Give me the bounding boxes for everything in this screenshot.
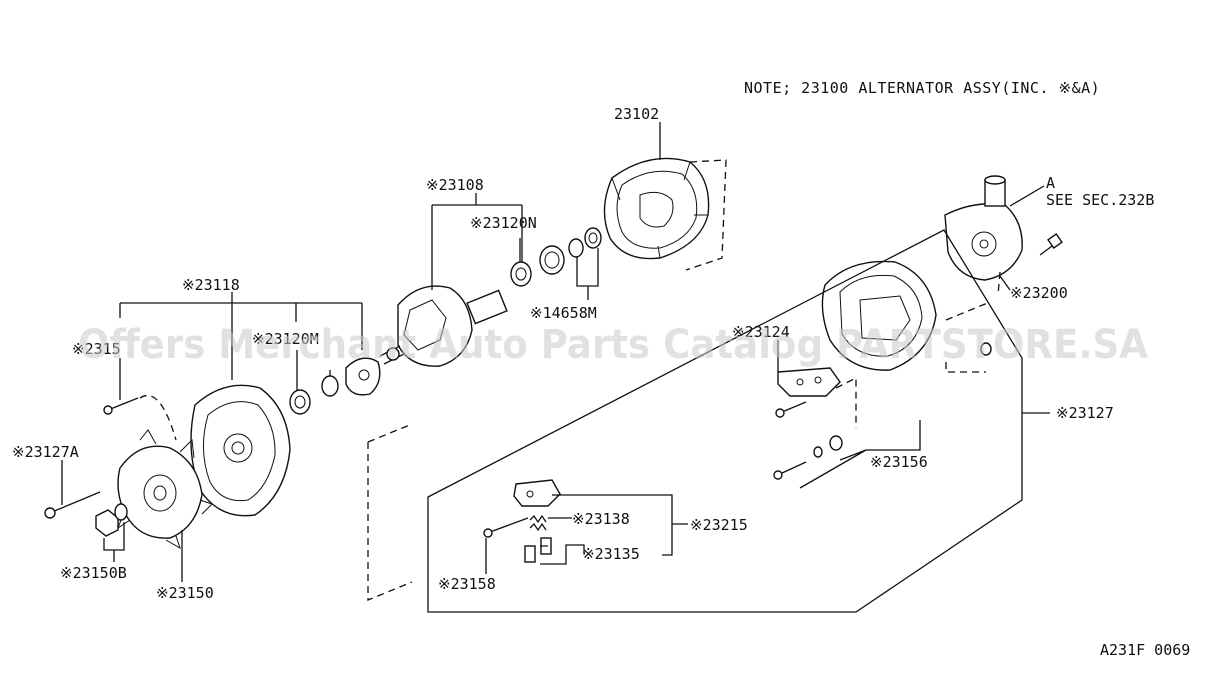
see-section-label[interactable]: SEE SEC.232B xyxy=(1046,191,1154,209)
leader-23200 xyxy=(999,275,1011,291)
leader-a xyxy=(1009,185,1045,207)
brush-holder[interactable] xyxy=(777,367,841,397)
watermark-text: Offers Merchant Auto Parts Catalog PARTS… xyxy=(78,322,1148,368)
diagram-code: A231F 0069 xyxy=(1100,641,1190,659)
stator-outline-dash xyxy=(685,159,727,271)
regulator[interactable] xyxy=(513,479,561,507)
part-label-23127[interactable]: ※23127 xyxy=(1056,404,1114,422)
terminal-nut[interactable] xyxy=(980,342,992,356)
part-label-23156[interactable]: ※23156 xyxy=(870,453,928,471)
part-label-23124[interactable]: ※23124 xyxy=(732,323,790,341)
pump-dash xyxy=(945,271,1001,321)
pulley-nut[interactable] xyxy=(95,509,119,537)
part-label-23120m[interactable]: ※23120M xyxy=(252,330,319,348)
leader-23156 xyxy=(799,420,921,489)
part-label-23150b[interactable]: ※23150B xyxy=(60,564,127,582)
leader-23215 xyxy=(552,494,688,556)
terminal-bolt[interactable] xyxy=(773,435,843,480)
front-bearing[interactable] xyxy=(510,261,532,287)
leader-23108 xyxy=(431,193,523,290)
regulator-bolt[interactable] xyxy=(483,517,529,538)
leader-23120m xyxy=(296,350,331,390)
spacer-ring[interactable] xyxy=(321,375,339,397)
rear-cover[interactable] xyxy=(821,260,937,371)
bearing-cover[interactable] xyxy=(539,245,565,275)
small-bolt[interactable] xyxy=(103,397,139,415)
part-label-23118[interactable]: ※23118 xyxy=(182,276,240,294)
housing-dash-left xyxy=(367,423,413,601)
rear-housing-outline xyxy=(427,229,1023,613)
nut-dash xyxy=(945,362,986,373)
pulley-washer[interactable] xyxy=(114,503,128,521)
part-label-23215[interactable]: ※23215 xyxy=(690,516,748,534)
brushes[interactable] xyxy=(524,537,552,563)
part-label-23127a[interactable]: ※23127A xyxy=(12,443,79,461)
leader-23150b xyxy=(103,522,125,562)
part-label-23108[interactable]: ※23108 xyxy=(426,176,484,194)
rear-bearing[interactable] xyxy=(289,389,311,415)
washer-14658m[interactable] xyxy=(568,227,602,258)
through-bolt-a[interactable] xyxy=(44,491,101,519)
holder-bolt[interactable] xyxy=(775,401,807,418)
front-cover[interactable] xyxy=(190,384,291,517)
part-label-23120n[interactable]: ※23120N xyxy=(470,214,537,232)
pump-bolt[interactable] xyxy=(1039,233,1063,256)
part-label-23158[interactable]: ※23158 xyxy=(438,575,496,593)
part-label-2315[interactable]: ※2315 xyxy=(72,340,121,358)
vacuum-pump[interactable] xyxy=(944,175,1023,281)
part-label-14658m[interactable]: ※14658M xyxy=(530,304,597,322)
part-label-23200[interactable]: ※23200 xyxy=(1010,284,1068,302)
part-label-23135[interactable]: ※23135 xyxy=(582,545,640,563)
brush-spring[interactable] xyxy=(529,514,547,532)
part-label-23102[interactable]: 23102 xyxy=(614,105,659,123)
leader-23135 xyxy=(540,544,585,565)
leader-14658m xyxy=(576,248,599,300)
stator-part[interactable] xyxy=(603,157,710,260)
note-text: NOTE; 23100 ALTERNATOR ASSY(INC. ※&A) xyxy=(744,79,1100,97)
part-label-23150[interactable]: ※23150 xyxy=(156,584,214,602)
rotor-part[interactable] xyxy=(379,285,508,367)
pulley-dash xyxy=(139,394,177,441)
retainer-plate[interactable] xyxy=(345,357,381,396)
leader-23118 xyxy=(119,292,363,380)
holder-dash xyxy=(835,376,857,428)
ref-a-label: A xyxy=(1046,174,1055,192)
part-label-23138[interactable]: ※23138 xyxy=(572,510,630,528)
